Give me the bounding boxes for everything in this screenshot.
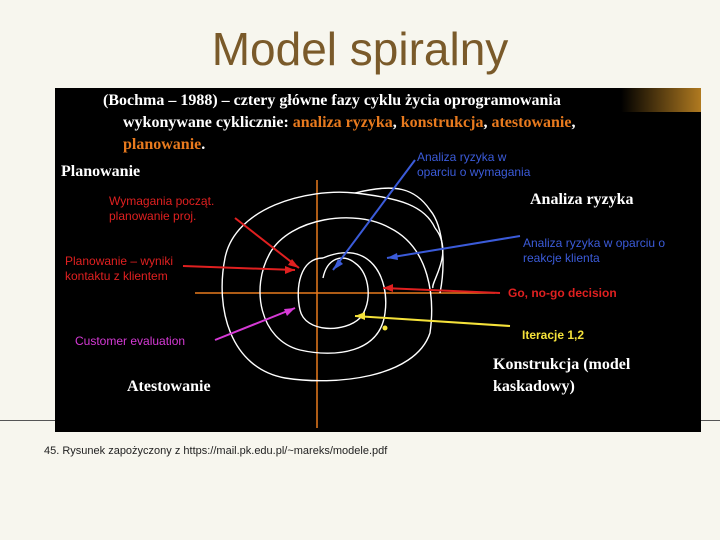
phase-build: konstrukcja [400,114,484,131]
annotation-planning-results: Planowanie – wyniki kontaktu z klientem [65,254,173,284]
annotation-line: planowanie proj. [109,209,197,223]
sep2: , [483,114,492,131]
arrow-risk-client [386,235,521,259]
annotation-risk-requirements: Analiza ryzyka w oparciu o wymagania [417,150,530,180]
annotation-line: Analiza ryzyka w [417,150,507,164]
arrow-risk-req [332,159,416,271]
annotation-line: Planowanie – wyniki [65,254,174,268]
sep1: , [392,114,401,131]
quadrant-construction-2: kaskadowy) [493,378,575,395]
phase-risk: analiza ryzyka [292,114,393,131]
annotation-go-nogo: Go, no-go decision [508,286,617,300]
arrow-iterations [354,315,511,327]
sep3: , [571,114,576,131]
spiral-diagram [182,159,521,428]
header-line-2-prefix: wykonywane cyklicznie: [123,114,293,131]
header-line-3: planowanie. [123,136,205,154]
quadrant-construction-1: Konstrukcja (model [493,356,631,373]
figure-caption: 45. Rysunek zapożyczony z https://mail.p… [44,445,388,457]
corner-accent [621,88,701,112]
page-title: Model spiralny [211,23,509,75]
header-line-1: (Bochma – 1988) – cztery główne fazy cyk… [103,92,561,109]
arrow-customer-eval [214,307,296,341]
annotation-customer-evaluation: Customer evaluation [75,334,186,348]
arrow-go-nogo [382,287,501,294]
spiral-curve [297,257,369,329]
quadrant-risk: Analiza ryzyka [530,191,634,208]
arrow-planning-results [182,265,296,271]
spiral-curve-4 [354,187,444,294]
annotation-line: Wymagania począt. [109,194,215,208]
header-line-2: wykonywane cyklicznie: analiza ryzyka, k… [123,114,575,132]
annotation-line: reakcje klienta [523,251,600,265]
annotation-line: oparciu o wymagania [417,165,531,179]
arrow-initial-req [234,217,300,269]
annotation-line: kontaktu z klientem [65,269,168,283]
header-end: . [201,136,206,153]
spiral-diagram-panel: (Bochma – 1988) – cztery główne fazy cyk… [55,88,701,432]
phase-test: atestowanie [491,114,572,131]
spiral-curve-2 [259,217,391,354]
phase-plan: planowanie [123,136,202,153]
spiral-curve-3 [221,191,436,382]
annotation-line: Analiza ryzyka w oparciu o [523,236,666,250]
annotation-iterations: Iteracje 1,2 [522,328,585,342]
annotation-risk-client: Analiza ryzyka w oparciu o reakcje klien… [523,236,665,266]
quadrant-testing: Atestowanie [127,378,211,395]
spiral-curve-5 [432,227,444,289]
quadrant-planning: Planowanie [61,163,141,180]
annotation-initial-requirements: Wymagania począt. planowanie proj. [109,194,214,224]
